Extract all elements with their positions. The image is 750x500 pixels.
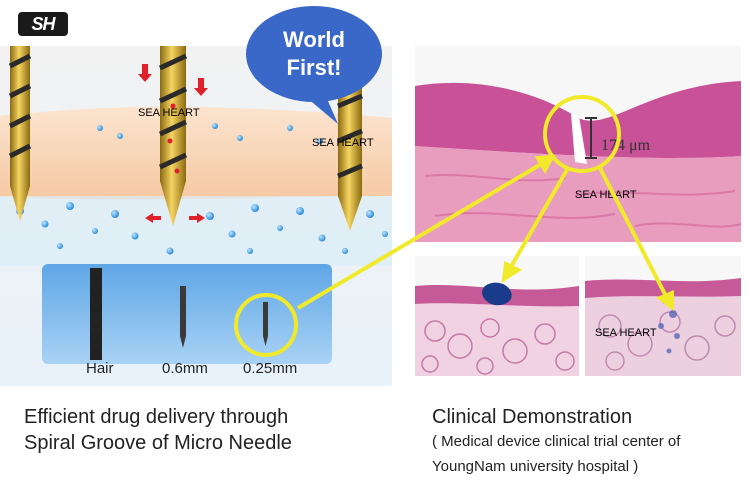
measurement-label: 174 μm — [601, 137, 651, 154]
needle-0-6mm — [180, 286, 186, 348]
world-first-bubble: World First! — [246, 6, 382, 102]
gold-needle-left — [8, 46, 32, 221]
caption-left-line-1: Efficient drug delivery through — [24, 406, 289, 428]
hair-sample — [90, 268, 102, 360]
caption-left: Efficient drug delivery through Spiral G… — [24, 404, 394, 456]
histology-image-top: 174 μm SEA HEART — [415, 46, 741, 242]
label-0-25mm: 0.25mm — [243, 360, 298, 377]
watermark-left-2: SEA HEART — [312, 137, 374, 149]
bubble-line-1: World — [283, 27, 345, 52]
bubble-line-2: First! — [286, 55, 342, 80]
label-hair: Hair — [86, 360, 114, 377]
caption-right-line-1: ( Medical device clinical trial center o… — [432, 433, 681, 450]
histology-image-bottom-left — [415, 256, 579, 376]
watermark-histo-bottom: SEA HEART — [595, 327, 657, 339]
caption-left-line-2: Spiral Groove of Micro Needle — [24, 432, 292, 454]
needle-0-25mm — [263, 302, 268, 346]
label-0-6mm: 0.6mm — [162, 360, 208, 377]
caption-right-line-2: YoungNam university hospital ) — [432, 458, 639, 475]
watermark-left: SEA HEART — [138, 107, 200, 119]
flow-arrows — [138, 64, 208, 223]
histology-image-bottom-right: SEA HEART — [585, 256, 741, 376]
gold-needle-center — [158, 46, 188, 226]
highlight-circle-needle — [234, 293, 298, 357]
watermark-histo-top: SEA HEART — [575, 189, 637, 201]
caption-right-title: Clinical Demonstration — [432, 406, 633, 428]
brand-logo: SH — [18, 12, 68, 36]
needle-comparison-panel — [42, 264, 332, 364]
bubble-tail — [300, 92, 338, 124]
